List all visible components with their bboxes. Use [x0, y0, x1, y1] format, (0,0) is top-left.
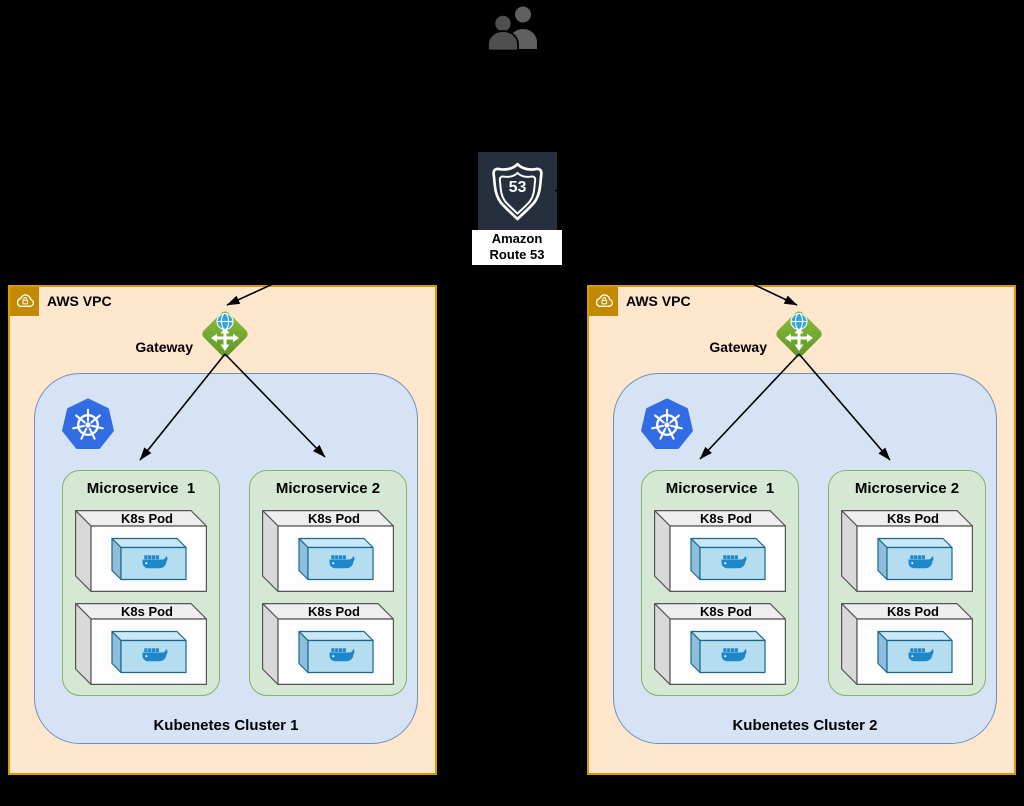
pod-label: K8s Pod: [308, 604, 360, 619]
docker-whale-icon: [329, 555, 355, 569]
kubernetes-icon: [641, 398, 693, 449]
cluster-label: Kubenetes Cluster 2: [732, 717, 878, 734]
microservice-1: Microservice 1 K8s Pod: [62, 470, 220, 696]
microservice-1: Microservice 1 K8s Pod: [641, 470, 799, 696]
k8s-pod: K8s Pod: [654, 603, 786, 685]
k8s-pod: K8s Pod: [841, 603, 973, 685]
docker-whale-icon: [908, 648, 934, 662]
gateway-label: Gateway: [135, 339, 193, 355]
cluster-label: Kubenetes Cluster 1: [153, 717, 299, 734]
route53-node: 53 Amazon Route 53: [472, 152, 562, 265]
microservice-2: Microservice 2 K8s Pod: [249, 470, 407, 696]
k8s-pod: K8s Pod: [75, 603, 207, 685]
pod-label: K8s Pod: [308, 511, 360, 526]
gateway-label: Gateway: [709, 339, 767, 355]
pod-label: K8s Pod: [700, 604, 752, 619]
microservice-2: Microservice 2 K8s Pod: [828, 470, 986, 696]
pod-label: K8s Pod: [121, 511, 173, 526]
microservice-title: Microservice 2: [275, 480, 381, 497]
vpc-label: AWS VPC: [626, 293, 691, 309]
route53-shield-icon: 53: [477, 152, 557, 230]
vpc-label: AWS VPC: [47, 293, 112, 309]
pod-label: K8s Pod: [887, 604, 939, 619]
k8s-pod: K8s Pod: [262, 603, 394, 685]
route53-label: Amazon Route 53: [472, 230, 562, 265]
docker-whale-icon: [142, 648, 168, 662]
pod-label: K8s Pod: [121, 604, 173, 619]
pod-label: K8s Pod: [700, 511, 752, 526]
route53-shield-number: 53: [508, 179, 526, 196]
aws-vpc-2: AWS VPC: [587, 285, 1016, 775]
docker-whale-icon: [142, 555, 168, 569]
k8s-pod: K8s Pod: [262, 510, 394, 592]
kubernetes-icon: [62, 398, 114, 449]
docker-whale-icon: [908, 555, 934, 569]
users-icon: [487, 6, 537, 52]
docker-whale-icon: [329, 648, 355, 662]
k8s-pod: K8s Pod: [841, 510, 973, 592]
pod-label: K8s Pod: [887, 511, 939, 526]
internet-gateway-icon: [202, 311, 248, 357]
k8s-pod: K8s Pod: [75, 510, 207, 592]
aws-vpc-1: AWS VPC: [8, 285, 437, 775]
vpc-cloud-lock-icon: [589, 287, 618, 316]
microservice-title: Microservice 2: [854, 480, 960, 497]
docker-whale-icon: [721, 648, 747, 662]
docker-whale-icon: [721, 555, 747, 569]
vpc-cloud-lock-icon: [10, 287, 39, 316]
kubernetes-cluster-2: Microservice 1 K8s Pod: [613, 373, 997, 744]
internet-gateway-icon: [776, 311, 822, 357]
kubernetes-cluster-1: Microservice 1 K8s Pod: [34, 373, 418, 744]
k8s-pod: K8s Pod: [654, 510, 786, 592]
microservice-title: Microservice 1: [86, 480, 196, 497]
microservice-title: Microservice 1: [665, 480, 775, 497]
